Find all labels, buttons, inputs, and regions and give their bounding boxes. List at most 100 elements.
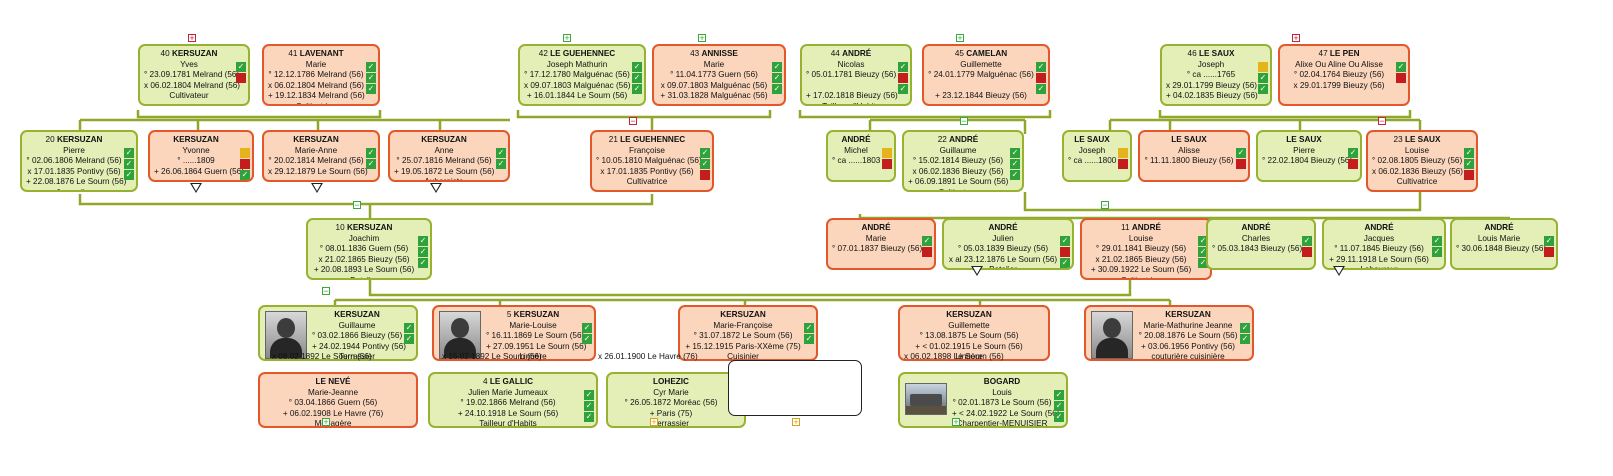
given-name: Pierre xyxy=(63,145,85,155)
source-marks: ✓✓ xyxy=(1036,62,1046,95)
expand-icon-e42[interactable]: + xyxy=(563,33,571,43)
occupation: Cuisinier xyxy=(727,352,759,361)
person-name: LE SAUX xyxy=(1144,135,1234,146)
expand-icon-eb1[interactable]: + xyxy=(322,417,330,427)
person-name: KERSUZAN xyxy=(312,310,402,321)
check-icon: ✓ xyxy=(1198,236,1208,246)
source-marks: ✓✓ xyxy=(1240,323,1250,345)
check-icon: ✓ xyxy=(1240,334,1250,344)
down-triangle-icon[interactable] xyxy=(1333,266,1345,276)
empty-spouse-card[interactable] xyxy=(728,360,862,416)
portrait-photo-icon[interactable] xyxy=(1091,311,1133,359)
given-name: Françoise xyxy=(629,145,665,155)
given-name: Marie xyxy=(703,59,725,69)
given-name: Joseph Mathurin xyxy=(546,59,608,69)
surname: CAMELAN xyxy=(966,49,1008,58)
life-event: x 09.07.1803 Malguénac (56) xyxy=(524,80,631,90)
check-icon: ✓ xyxy=(1258,73,1268,83)
source-marks: ✓ xyxy=(922,236,932,258)
expand-icon-eb3[interactable]: + xyxy=(792,417,800,427)
down-triangle-icon[interactable] xyxy=(430,183,442,193)
expand-icon-e47[interactable]: + xyxy=(1292,33,1300,43)
portrait-photo-icon[interactable] xyxy=(439,311,481,359)
expand-icon-e43[interactable]: + xyxy=(698,33,706,43)
life-event: + 16.01.1844 Le Sourn (56) xyxy=(526,91,628,101)
check-icon: ✓ xyxy=(1010,170,1020,180)
given-name: Joachim xyxy=(348,233,380,243)
portrait-photo-icon[interactable] xyxy=(905,383,947,415)
check-icon: ✓ xyxy=(496,159,506,169)
collapse-icon-ec[interactable]: − xyxy=(322,286,330,296)
check-icon: ✓ xyxy=(804,323,814,333)
life-event: + 24.10.1918 Le Sourn (56) xyxy=(457,408,559,418)
expand-icon-e45[interactable]: + xyxy=(956,33,964,43)
given-name: Alisse xyxy=(1178,145,1200,155)
missing-icon xyxy=(1302,247,1312,257)
life-event xyxy=(806,81,896,92)
person-name: ANDRÉ xyxy=(948,223,1058,234)
sosa-number: 40 xyxy=(160,49,170,58)
check-icon: ✓ xyxy=(1396,62,1406,72)
marriage-label: x 06.02.1898 Le Sourn (56) xyxy=(904,352,1004,361)
surname: ANNISSE xyxy=(701,49,738,58)
person-name: 5 KERSUZAN xyxy=(486,310,580,321)
collapse-icon-e10[interactable]: − xyxy=(353,200,361,210)
down-triangle-icon[interactable] xyxy=(971,266,983,276)
collapse-icon-e23[interactable]: − xyxy=(1378,116,1386,126)
expand-icon-e40[interactable]: + xyxy=(188,33,196,43)
surname: KERSUZAN xyxy=(334,310,380,319)
check-icon: ✓ xyxy=(582,334,592,344)
portrait-photo-icon[interactable] xyxy=(265,311,307,359)
expand-icon-eb2[interactable]: + xyxy=(650,417,658,427)
life-event: + 26.06.1864 Guern (56) xyxy=(154,166,244,176)
marriage-label: x 08.02.1892 Le Sourn (56) xyxy=(272,352,372,361)
person-name: 20 KERSUZAN xyxy=(26,135,122,146)
collapse-icon-e22[interactable]: − xyxy=(960,116,968,126)
down-triangle-icon[interactable] xyxy=(311,183,323,193)
down-triangle-icon[interactable] xyxy=(190,183,202,193)
missing-icon xyxy=(1118,159,1128,169)
life-event: + < 01.02.1915 Le Sourn (56) xyxy=(915,341,1023,351)
surname: LE SAUX xyxy=(1171,135,1207,144)
check-icon: ✓ xyxy=(418,236,428,246)
expand-icon-eb4[interactable]: + xyxy=(952,417,960,427)
collapse-icon-e21[interactable]: − xyxy=(629,116,637,126)
collapse-icon-e11[interactable]: − xyxy=(1101,200,1109,210)
